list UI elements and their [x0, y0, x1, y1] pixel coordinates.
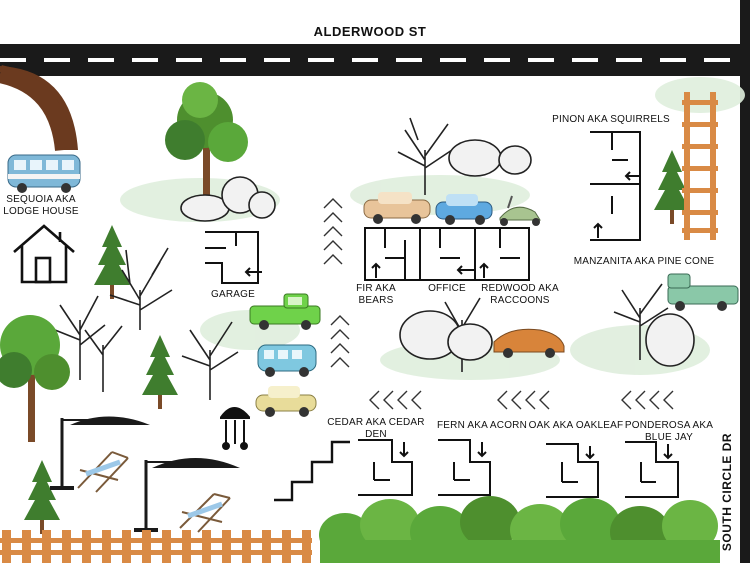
- fence-icon: [0, 530, 312, 563]
- driveway-curve: [0, 65, 73, 152]
- chevron-up-icon: [330, 315, 350, 368]
- label-fir: FIR AKA BEARS: [356, 283, 396, 306]
- garage-floorplan: [205, 231, 262, 284]
- chevron-left-icon: [369, 390, 422, 410]
- south-circle-road: [740, 0, 750, 563]
- label-oak: OAK AKA OAKLEAF: [528, 420, 624, 431]
- label-fern: FERN AKA ACORN: [436, 420, 528, 431]
- house-icon: [13, 224, 75, 284]
- ponderosa-floorplan: [625, 441, 679, 498]
- label-garage: GARAGE: [211, 289, 255, 300]
- label-redwood: REDWOOD AKA RACCOONS: [481, 283, 559, 306]
- tan-car: [363, 192, 431, 224]
- label-cedar: CEDAR AKA CEDAR DEN: [327, 417, 425, 440]
- sequoia-van: [7, 154, 81, 193]
- cedar-floorplan: [358, 439, 413, 496]
- tree-icon: [24, 460, 60, 534]
- office-floorplan: [419, 227, 476, 281]
- chevron-left-icon: [621, 390, 674, 410]
- orange-car: [493, 328, 565, 358]
- tree-icon: [165, 82, 248, 205]
- label-pinon: PINON AKA SQUIRRELS: [552, 114, 670, 125]
- alderwood-road: [0, 44, 740, 76]
- boulder-icon: [399, 139, 695, 367]
- label-ponderosa: PONDEROSA AKA BLUE JAY: [624, 420, 714, 443]
- oak-floorplan: [546, 443, 599, 498]
- label-office: OFFICE: [428, 283, 466, 294]
- blue-car: [435, 194, 493, 225]
- boulder-icon: [180, 176, 276, 222]
- label-manzanita: MANZANITA AKA PINE CONE: [573, 256, 715, 267]
- chevron-up-icon: [323, 198, 343, 265]
- scooter: [499, 195, 541, 226]
- tree-icon: [0, 315, 70, 442]
- tree-icon: [94, 225, 130, 299]
- stairs-icon: [274, 440, 350, 502]
- fence-icon: [682, 92, 718, 240]
- street-name-south-circle: SOUTH CIRCLE DR: [720, 432, 734, 552]
- lounge-chair-icon: [179, 493, 231, 533]
- fern-floorplan: [438, 439, 491, 496]
- label-sequoia: SEQUOIA AKA LODGE HOUSE: [3, 194, 79, 217]
- hedge-icon: [319, 496, 720, 563]
- patio-umbrella-icon: [50, 416, 150, 490]
- chevron-left-icon: [497, 390, 550, 410]
- green-truck: [249, 293, 321, 330]
- yellow-car: [255, 386, 317, 417]
- street-name-alderwood: ALDERWOOD ST: [313, 24, 427, 39]
- fir-floorplan: [364, 227, 421, 281]
- tree-icon: [142, 335, 178, 409]
- pinon-floorplan: [590, 131, 641, 241]
- bare-tree-icon: [54, 117, 669, 400]
- green-truck: [667, 273, 739, 311]
- redwood-floorplan: [474, 227, 530, 281]
- lounge-chair-icon: [77, 451, 129, 493]
- blue-bus: [257, 344, 317, 377]
- grill-icon: [219, 407, 251, 450]
